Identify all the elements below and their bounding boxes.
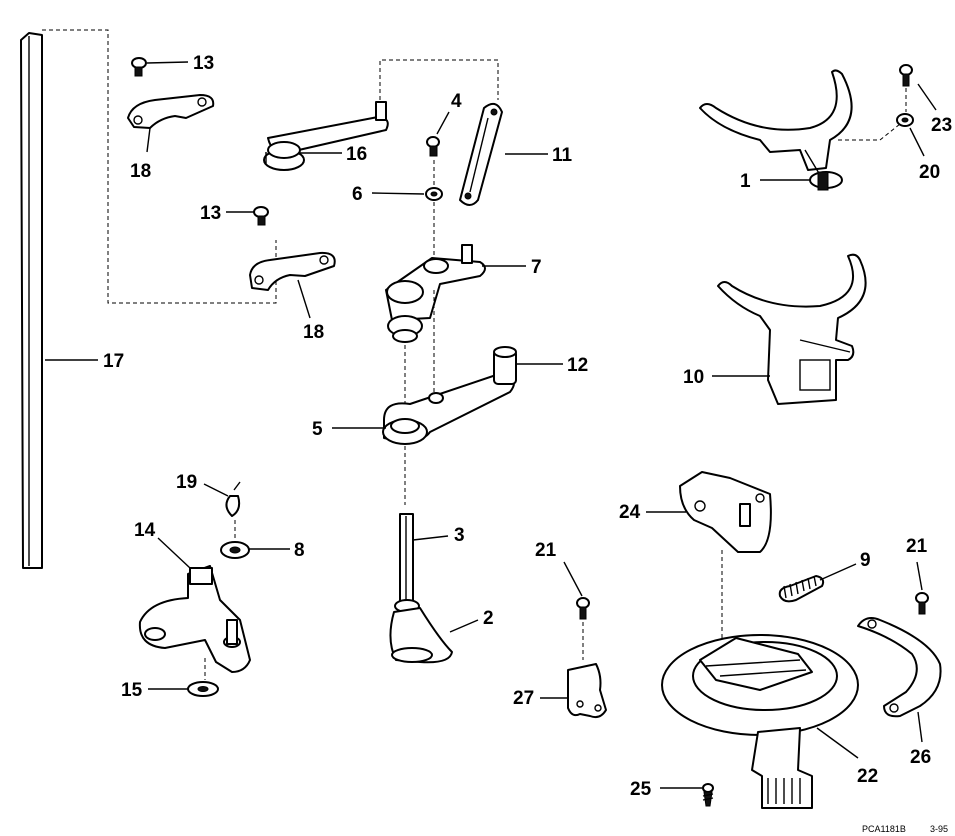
- part-13-screw-top: [131, 57, 147, 77]
- part-17-rod: [20, 32, 43, 569]
- part-13-screw-mid: [253, 206, 269, 226]
- label-22: 22: [857, 766, 878, 787]
- figure-date: 3-95: [930, 824, 948, 834]
- dashed-link-1-20: [838, 123, 901, 141]
- label-21-left: 21: [535, 540, 557, 561]
- label-18-top: 18: [130, 161, 151, 182]
- label-15: 15: [121, 680, 143, 701]
- part-7-lever-arm: [385, 244, 486, 343]
- part-6-washer: [425, 187, 443, 201]
- label-17: 17: [103, 351, 124, 372]
- part-24-cam: [679, 471, 772, 553]
- label-12: 12: [567, 355, 588, 376]
- label-1: 1: [740, 171, 751, 192]
- leader-lines: [45, 61, 937, 789]
- label-9: 9: [860, 550, 871, 571]
- label-26: 26: [910, 747, 931, 768]
- part-labels: 13 18 16 4 6 11 13 18 7 12 5 17 19 8 14 …: [103, 53, 952, 800]
- label-21-right: 21: [906, 536, 928, 557]
- label-3: 3: [454, 525, 465, 546]
- part-5-12-lever: [382, 346, 517, 445]
- label-27: 27: [513, 688, 534, 709]
- label-4: 4: [451, 91, 462, 112]
- label-7: 7: [531, 257, 542, 278]
- part-9-spring: [778, 575, 825, 603]
- part-26-segment: [857, 617, 942, 718]
- part-15-washer: [187, 681, 219, 697]
- part-20-washer: [896, 113, 914, 127]
- part-11-link: [459, 102, 503, 206]
- part-14-bracket: [138, 565, 251, 673]
- part-18-bracket-mid: [249, 251, 336, 291]
- figure-code: PCA1181B: [862, 824, 906, 834]
- part-3-shaft: [399, 513, 414, 605]
- label-11: 11: [552, 145, 573, 166]
- label-5: 5: [312, 419, 323, 440]
- part-21-screw-left: [576, 597, 590, 620]
- label-14: 14: [134, 520, 156, 541]
- part-19-clip: [225, 481, 241, 517]
- part-16-lever: [263, 101, 389, 171]
- label-6: 6: [352, 184, 363, 205]
- label-16: 16: [346, 144, 367, 165]
- part-22-base: [661, 634, 859, 809]
- label-25: 25: [630, 779, 652, 800]
- label-13-top: 13: [193, 53, 214, 74]
- label-10: 10: [683, 367, 704, 388]
- part-25-screw: [702, 783, 714, 807]
- label-18-mid: 18: [303, 322, 324, 343]
- part-23-screw: [899, 64, 913, 87]
- part-27-bracket: [567, 663, 607, 719]
- label-13-mid: 13: [200, 203, 221, 224]
- part-1-plate: [699, 69, 853, 191]
- dashed-link-17-18: [42, 29, 277, 304]
- part-8-washer: [220, 541, 250, 559]
- part-10-bracket: [717, 253, 867, 405]
- part-18-bracket-top: [127, 94, 215, 129]
- part-21-screw-right: [915, 592, 929, 615]
- part-4-screw: [426, 136, 440, 157]
- label-8: 8: [294, 540, 305, 561]
- part-2-handle: [389, 599, 453, 664]
- label-24: 24: [619, 502, 641, 523]
- label-23: 23: [931, 115, 952, 136]
- label-20: 20: [919, 162, 940, 183]
- label-19: 19: [176, 472, 197, 493]
- dashed-link-16-11: [379, 59, 499, 100]
- label-2: 2: [483, 608, 494, 629]
